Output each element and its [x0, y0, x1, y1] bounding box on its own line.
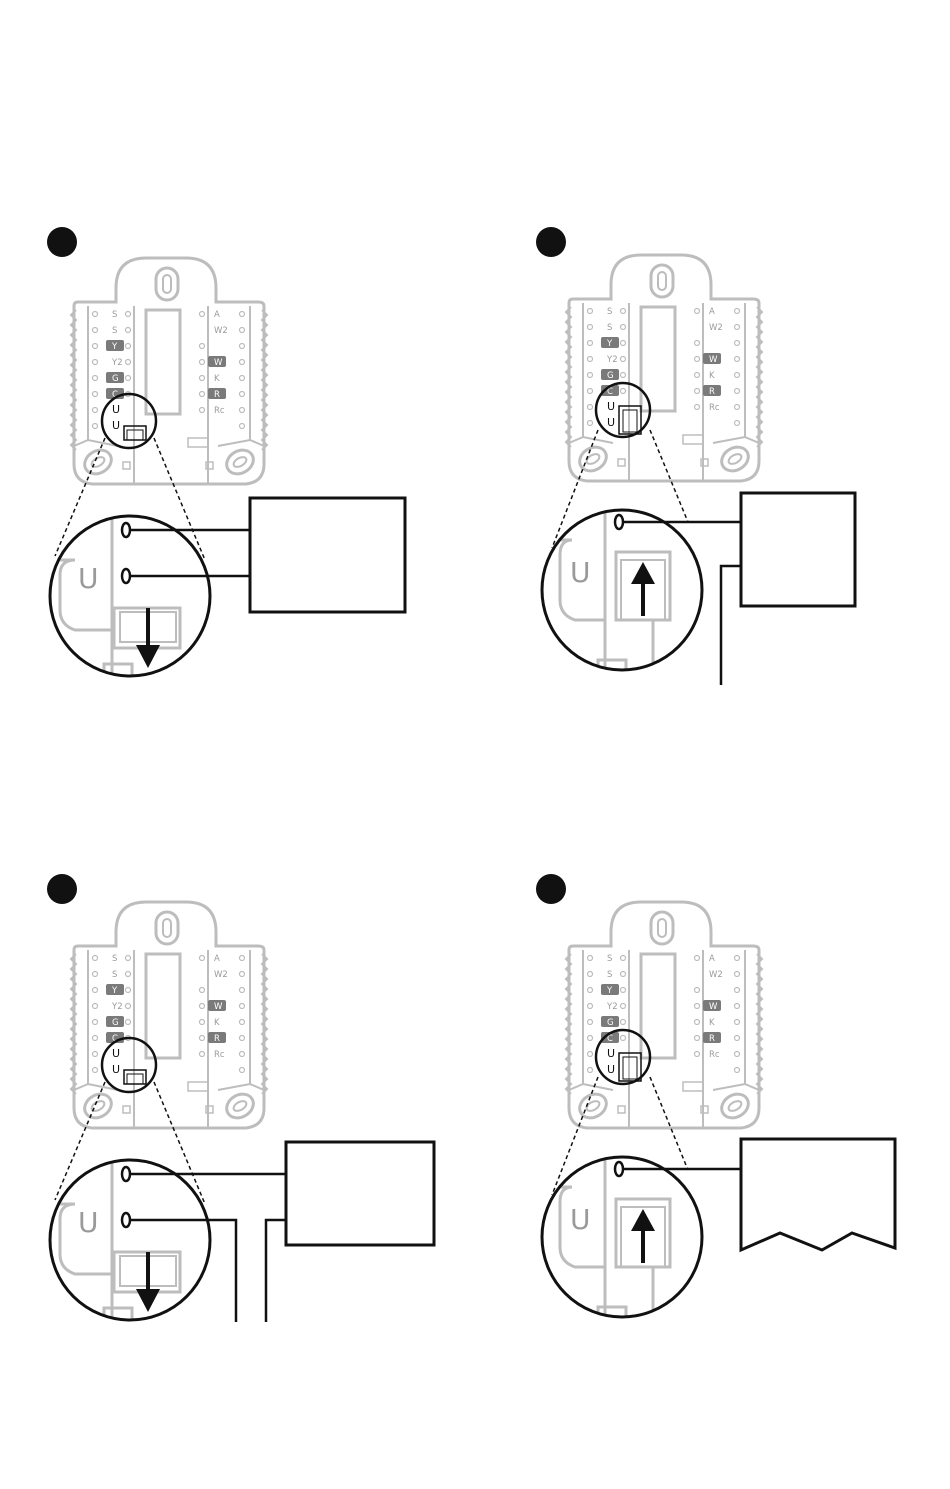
terminal-label-left-6: U	[112, 403, 120, 416]
terminal-label-left-3: Y2	[606, 1002, 618, 1012]
magnifier-view: U	[40, 505, 210, 694]
terminal-label-left-0: S	[607, 307, 612, 317]
terminal-label-right-1: W2	[214, 326, 228, 336]
terminal-label-left-7: U	[607, 416, 615, 429]
terminal-label-right-5: Rc	[709, 1050, 720, 1060]
terminal-label-left-2: Y	[111, 986, 118, 996]
arrow-down-icon	[136, 1252, 160, 1312]
terminal-label-left-3: Y2	[606, 355, 618, 365]
equipment-box-torn	[741, 1139, 895, 1250]
terminal-label-right-1: W2	[709, 323, 723, 333]
zoom-terminal-label: U	[78, 562, 99, 595]
terminal-label-left-0: S	[112, 954, 117, 964]
terminal-label-left-1: S	[112, 970, 117, 980]
terminal-label-left-3: Y2	[111, 358, 123, 368]
terminal-label-right-0: A	[709, 307, 715, 317]
terminal-label-right-3: K	[709, 1018, 715, 1028]
terminal-label-left-0: S	[112, 310, 117, 320]
terminal-label-left-1: S	[607, 970, 612, 980]
terminal-label-right-4: R	[214, 390, 220, 400]
terminal-label-right-1: W2	[214, 970, 228, 980]
terminal-label-right-0: A	[709, 954, 715, 964]
zoom-terminal-label: U	[78, 1206, 99, 1239]
wire	[266, 1220, 286, 1322]
terminal-label-right-3: K	[214, 374, 220, 384]
terminal-label-left-1: S	[607, 323, 612, 333]
terminal-label-right-2: W	[214, 1002, 223, 1012]
arrow-up-icon	[631, 562, 655, 616]
equipment-box	[286, 1142, 434, 1245]
wire	[721, 566, 741, 685]
terminal-label-right-2: W	[214, 358, 223, 368]
terminal-label-left-2: Y	[111, 342, 118, 352]
arrow-down-icon	[136, 608, 160, 668]
step-marker-4	[536, 874, 566, 904]
terminal-label-right-4: R	[709, 387, 715, 397]
terminal-label-right-3: K	[709, 371, 715, 381]
terminal-label-right-2: W	[709, 1002, 718, 1012]
magnifier-view: U	[530, 500, 702, 690]
magnifier-view: U	[40, 1150, 210, 1338]
terminal-label-right-0: A	[214, 310, 220, 320]
zoom-terminal-label: U	[570, 1203, 591, 1236]
terminal-label-left-6: U	[112, 1047, 120, 1060]
terminal-label-right-0: A	[214, 954, 220, 964]
step-marker-3	[47, 874, 77, 904]
terminal-label-left-6: U	[607, 1047, 615, 1060]
terminal-label-left-2: Y	[606, 986, 613, 996]
terminal-label-right-4: R	[709, 1034, 715, 1044]
terminal-label-left-6: U	[607, 400, 615, 413]
terminal-label-left-3: Y2	[111, 1002, 123, 1012]
equipment-box	[250, 498, 405, 612]
terminal-label-right-5: Rc	[709, 403, 720, 413]
terminal-label-right-4: R	[214, 1034, 220, 1044]
terminal-label-right-3: K	[214, 1018, 220, 1028]
terminal-label-left-7: U	[112, 1063, 120, 1076]
terminal-label-left-4: G	[607, 371, 614, 381]
terminal-label-left-4: G	[112, 374, 119, 384]
terminal-label-left-4: G	[607, 1018, 614, 1028]
terminal-label-left-4: G	[112, 1018, 119, 1028]
terminal-label-right-1: W2	[709, 970, 723, 980]
terminal-label-right-5: Rc	[214, 1050, 225, 1060]
terminal-label-right-2: W	[709, 355, 718, 365]
terminal-label-left-0: S	[607, 954, 612, 964]
wall-plate: SSYY2GCUUAW2WKRRc	[566, 902, 762, 1128]
terminal-label-right-5: Rc	[214, 406, 225, 416]
magnifier-view: U	[530, 1147, 702, 1337]
zoom-terminal-label: U	[570, 556, 591, 589]
equipment-box	[741, 493, 855, 606]
arrow-up-icon	[631, 1209, 655, 1263]
step-marker-2	[536, 227, 566, 257]
terminal-label-left-1: S	[112, 326, 117, 336]
terminal-label-left-7: U	[112, 419, 120, 432]
terminal-label-left-2: Y	[606, 339, 613, 349]
terminal-label-left-7: U	[607, 1063, 615, 1076]
step-marker-1	[47, 227, 77, 257]
